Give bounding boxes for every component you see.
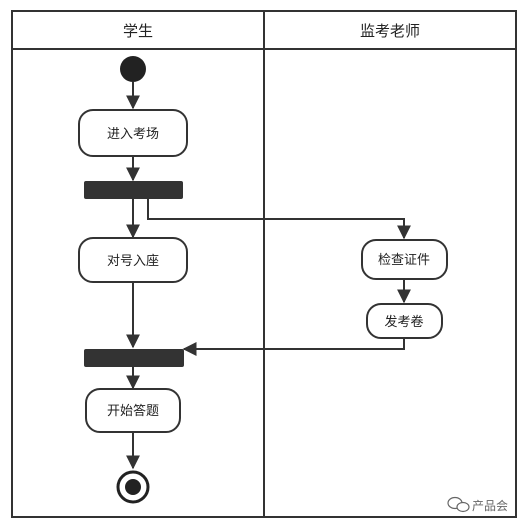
activity-enter-exam-room: 进入考场 — [78, 109, 188, 157]
watermark-text: 产品会 — [472, 499, 508, 513]
swimlane-frame — [11, 10, 517, 518]
activity-start-answering: 开始答题 — [85, 388, 181, 433]
activity-label: 发考卷 — [384, 314, 423, 330]
activity-label: 进入考场 — [107, 127, 159, 142]
lane-title-invigilator: 监考老师 — [360, 22, 420, 40]
wechat-icon — [447, 496, 470, 513]
lane-title-student: 学生 — [123, 22, 153, 40]
watermark: 产品会 — [447, 496, 508, 513]
activity-label: 开始答题 — [107, 403, 159, 419]
join-bar — [84, 349, 184, 367]
activity-hand-out-papers: 发考卷 — [366, 303, 443, 339]
flow-lines — [126, 82, 411, 470]
activity-label: 检查证件 — [378, 253, 430, 268]
initial-node — [120, 56, 146, 82]
final-node — [116, 470, 150, 504]
fork-bar — [84, 181, 183, 199]
activity-check-id: 检查证件 — [361, 239, 448, 280]
flow-fork-to-check — [147, 199, 411, 240]
flow-handout-to-join — [182, 338, 405, 356]
activity-take-seat: 对号入座 — [78, 237, 188, 283]
activity-label: 对号入座 — [107, 254, 159, 269]
